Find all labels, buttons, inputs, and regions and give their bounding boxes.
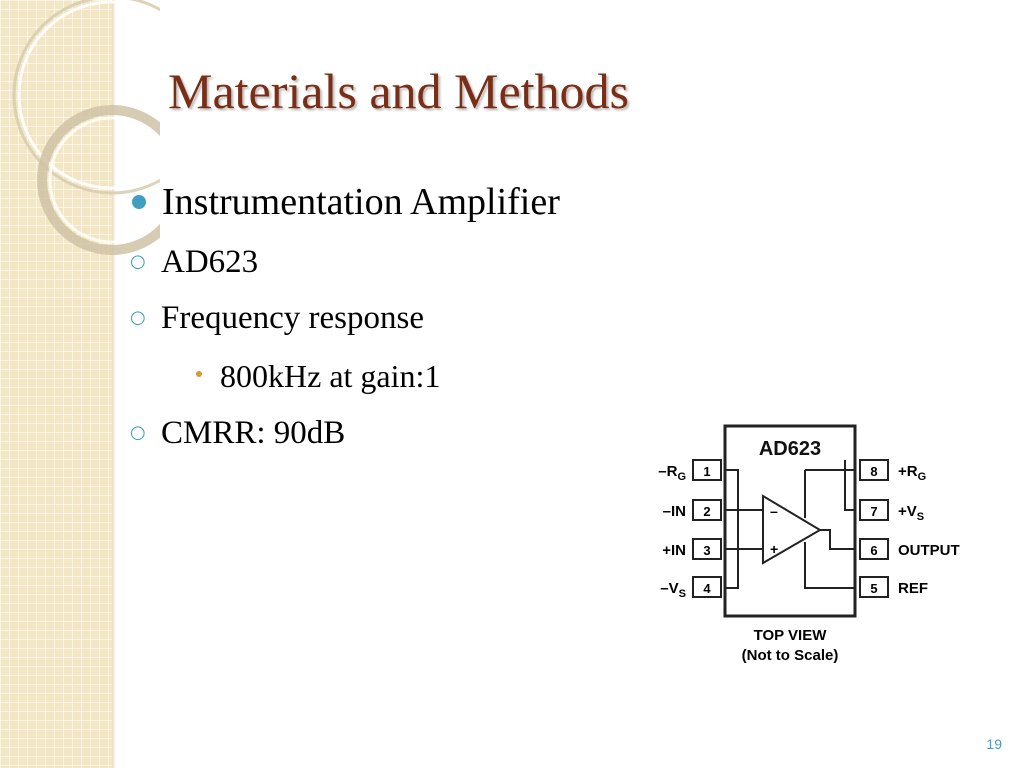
svg-text:5: 5 [870,581,877,596]
svg-text:8: 8 [870,464,877,479]
top-view-label: TOP VIEW [754,627,828,644]
opamp-minus: – [770,503,778,519]
left-pin-2: 2 –IN [663,499,722,521]
scale-note: (Not to Scale) [742,647,839,664]
left-pin-4: 4 –VS [660,576,722,600]
bullet-text: Frequency response [161,300,425,336]
svg-text:7: 7 [870,504,877,519]
bullet-ring-icon: ○ [130,307,146,328]
bullet-ring-icon: ○ [130,422,146,443]
bullet-small-dot-icon [196,371,202,377]
right-pin-8: 8 +RG [859,459,926,483]
page-number: 19 [986,736,1002,752]
internal-wiring [725,460,855,589]
svg-text:+IN: +IN [662,542,686,559]
right-pin-7: 7 +VS [859,499,924,523]
svg-text:–IN: –IN [663,503,686,520]
opamp-plus: + [770,541,778,557]
svg-text:6: 6 [870,543,877,558]
svg-text:1: 1 [703,464,710,479]
svg-text:+VS: +VS [898,503,924,523]
svg-text:–RG: –RG [658,463,686,483]
decorative-circles [12,0,160,255]
bullet-text: CMRR: 90dB [161,415,346,451]
svg-text:OUTPUT: OUTPUT [898,542,960,559]
svg-text:REF: REF [898,580,928,597]
bullet-ring-icon: ○ [130,251,146,272]
right-pin-5: 5 REF [859,576,928,598]
left-pin-1: 1 –RG [658,459,722,483]
side-band-edge [112,0,116,768]
bullet-text: AD623 [161,244,259,280]
svg-text:3: 3 [703,543,710,558]
chip-name: AD623 [759,438,821,460]
opamp-triangle-icon [762,494,822,565]
ad623-pin-diagram: AD623 1 –RG 2 –IN 3 +IN 4 –VS 8 +RG 7 +V… [658,424,960,664]
svg-text:2: 2 [703,504,710,519]
svg-text:+RG: +RG [898,463,926,483]
right-pin-6: 6 OUTPUT [859,538,960,560]
left-pin-3: 3 +IN [662,538,722,560]
slide-title: Materials and Methods [168,63,630,119]
svg-text:4: 4 [703,581,711,596]
bullet-dot-icon [132,195,146,209]
bullet-text: Instrumentation Amplifier [162,181,560,223]
svg-text:–VS: –VS [660,580,686,600]
bullet-text: 800kHz at gain:1 [220,358,441,394]
